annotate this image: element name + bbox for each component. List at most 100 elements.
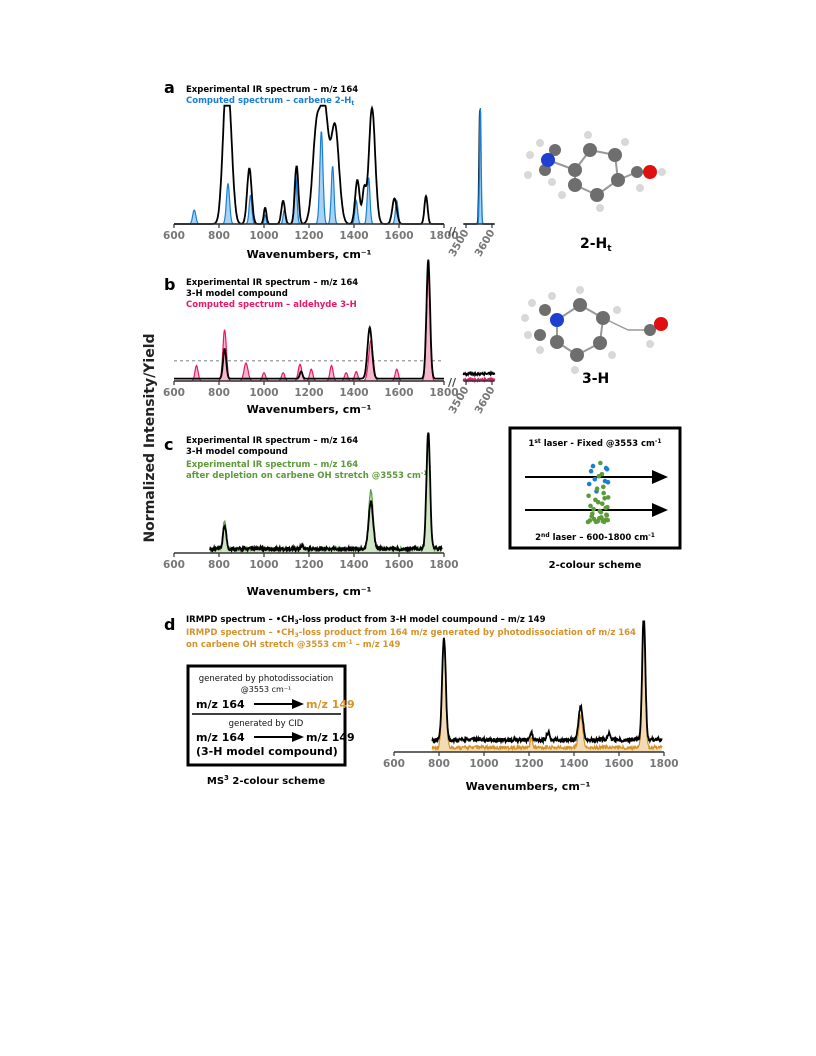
two-colour-scheme-box: 1st laser - Fixed @3553 cm-1 2nd laser –… [508, 426, 682, 550]
molecule-3-h [521, 286, 668, 374]
series-experimental-line [209, 432, 443, 554]
ms3-scheme-box: generated by photodissociation @3553 cm⁻… [186, 664, 355, 767]
ion-dot [598, 509, 604, 515]
panel-d-letter: d [164, 615, 175, 634]
ms3-box-line-1: generated by photodissociation [199, 674, 334, 684]
ms3-box-line-3: generated by CID [229, 719, 304, 729]
x-tick-label: 800 [208, 387, 230, 399]
panel-a-legend-computed: Computed spectrum – carbene 2-Ht [186, 96, 354, 107]
arrow-head-icon [652, 503, 668, 517]
ion-cloud-icon [585, 460, 611, 525]
ion-dot [602, 496, 607, 501]
ion-dot [604, 513, 610, 518]
panel-b-legend-model: 3-H model compound [186, 289, 288, 299]
arrow-head-icon [652, 470, 668, 484]
scheme-laser-2: 2nd laser – 600-1800 cm-1 [535, 532, 655, 543]
x-tick-label: 800 [208, 559, 230, 571]
ion-dot [605, 479, 611, 485]
x-tick-label: 1200 [294, 387, 323, 399]
nitrogen-atom [541, 153, 555, 167]
ms3-box-to-1: m/z 149 [306, 698, 355, 711]
panel-b-break-marks: // [448, 376, 457, 389]
x-tick-label: 1000 [249, 230, 278, 242]
x-tick-label: 1800 [429, 559, 458, 571]
ion-dot [590, 463, 596, 469]
ion-dot [605, 495, 611, 500]
panel-a-xlabel: Wavenumbers, cm⁻¹ [247, 248, 372, 261]
y-axis-label: Normalized Intensity/Yield [142, 333, 158, 542]
panel-b-legend-computed: Computed spectrum – aldehyde 3-H [186, 300, 357, 310]
panel-a-legend-experimental: Experimental IR spectrum – m/z 164 [186, 85, 358, 95]
break-x-tick-label: 3600 [473, 228, 498, 259]
x-tick-label: 600 [163, 387, 185, 399]
panel-d-legend-2: IRMPD spectrum – •CH3-loss product from … [186, 628, 636, 639]
x-tick-label: 1200 [514, 758, 543, 770]
molecule-3-h-label: 3-H [582, 371, 609, 387]
panel-a-letter: a [164, 78, 175, 97]
series-experimental-line [431, 620, 663, 746]
break-x-tick-label: 3600 [473, 385, 498, 416]
ms3-box-line-4: (3-H model compound) [196, 745, 338, 758]
ion-dot [591, 506, 596, 512]
x-tick-label: 600 [383, 758, 405, 770]
ion-dot [604, 466, 610, 472]
x-tick-label: 1600 [384, 559, 413, 571]
plot-c: 600 800 1000 1200 1400 1600 1800 [163, 432, 459, 571]
ms3-box-from-2: m/z 164 [196, 731, 245, 744]
molecule-2-ht [524, 131, 666, 212]
panel-b: b Experimental IR spectrum – m/z 164 3-H… [163, 259, 668, 416]
ion-dot [599, 471, 605, 477]
x-tick-label: 1400 [339, 230, 368, 242]
ion-dot [605, 517, 610, 523]
panel-c-legend-depletion-1: Experimental IR spectrum – m/z 164 [186, 460, 358, 470]
break-series-experimental-line [462, 370, 496, 378]
ms3-caption: MS3 2-colour scheme [207, 774, 325, 787]
panel-d-legend-1: IRMPD spectrum – •CH3-loss product from … [186, 615, 546, 626]
panel-c: c Experimental IR spectrum – m/z 164 3-H… [163, 426, 682, 598]
panel-b-xlabel: Wavenumbers, cm⁻¹ [247, 403, 372, 416]
series-ms3-line [431, 630, 663, 752]
molecule-2-ht-label: 2-Ht [580, 236, 612, 254]
series-experimental-line [174, 104, 444, 225]
ion-dot [594, 486, 600, 492]
panel-a: a Experimental IR spectrum – m/z 164 Com… [163, 78, 666, 261]
x-tick-label: 1000 [249, 559, 278, 571]
oxygen-atom [643, 165, 657, 179]
x-tick-label: 1600 [604, 758, 633, 770]
ion-dot [588, 468, 594, 474]
x-tick-label: 600 [163, 559, 185, 571]
panel-c-xlabel: Wavenumbers, cm⁻¹ [247, 585, 372, 598]
panel-a-break-marks: // [448, 225, 457, 238]
x-tick-label: 1800 [429, 230, 458, 242]
x-tick-label: 1200 [294, 559, 323, 571]
ion-dot [599, 515, 604, 520]
x-tick-label: 1400 [339, 559, 368, 571]
ms3-box-from-1: m/z 164 [196, 698, 245, 711]
panel-c-legend-model: 3-H model compound [186, 447, 288, 457]
x-tick-label: 1600 [384, 230, 413, 242]
ion-dot [598, 460, 603, 466]
arrow-head-icon [292, 732, 304, 742]
ion-dot [592, 476, 598, 482]
ion-dot [586, 481, 592, 487]
scheme-caption: 2-colour scheme [549, 560, 642, 571]
x-tick-label: 1800 [649, 758, 678, 770]
x-tick-label: 1400 [559, 758, 588, 770]
x-tick-label: 800 [428, 758, 450, 770]
ion-dot [601, 484, 606, 490]
ion-dot [588, 503, 593, 509]
panel-b-letter: b [164, 275, 175, 294]
ion-dot [586, 493, 591, 499]
panel-d-xlabel: Wavenumbers, cm⁻¹ [466, 780, 591, 793]
ion-dot [601, 490, 606, 496]
panel-d-legend-3: on carbene OH stretch @3553 cm-1 – m/z 1… [186, 639, 400, 650]
arrow-head-icon [292, 699, 304, 709]
ion-dot [590, 511, 595, 517]
x-tick-label: 600 [163, 230, 185, 242]
scheme-laser-1: 1st laser - Fixed @3553 cm-1 [528, 438, 661, 449]
x-tick-label: 1200 [294, 230, 323, 242]
